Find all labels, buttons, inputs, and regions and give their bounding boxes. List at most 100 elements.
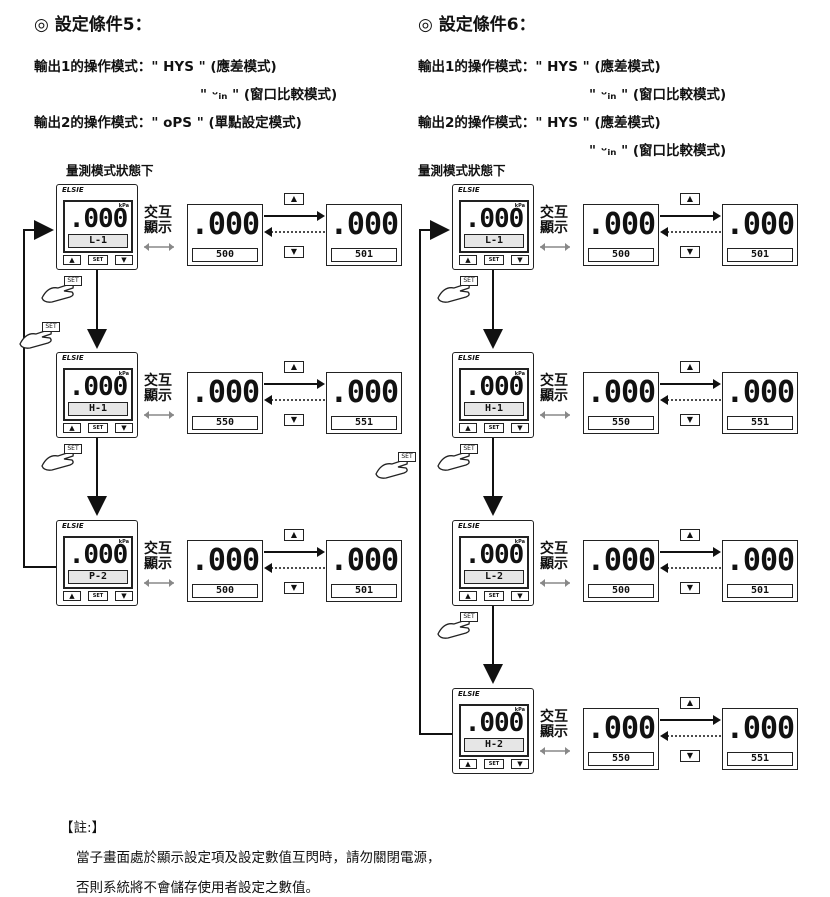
down-button[interactable]: ▼ [115,423,133,433]
alternate-display-label: 交互顯示 [142,206,174,236]
setpoint-display-b: .000 501 [326,540,402,602]
up-key-icon: ▲ [680,361,700,373]
button-row: ▲ SET ▼ [459,423,529,434]
setpoint-b-value: .000 [725,207,795,242]
hand-press-set-icon: SET [436,444,480,472]
set-button[interactable]: SET [88,591,108,601]
setpoint-b-label: 501 [727,584,793,598]
set-button[interactable]: SET [484,255,504,265]
setpoint-a-label: 500 [588,584,654,598]
mode-label: L-1 [464,234,524,248]
up-key-icon: ▲ [680,529,700,541]
up-button[interactable]: ▲ [63,591,81,601]
reading-value: .000 [68,540,129,570]
set-key-icon: SET [64,276,82,286]
setpoint-a-value: .000 [586,207,656,242]
alternate-top: 交互 [540,709,568,725]
alternate-arrow-icon [540,579,570,587]
condition-6-title: ◎ 設定條件6： [418,15,536,35]
alternate-display-label: 交互顯示 [538,206,570,236]
up-button[interactable]: ▲ [459,255,477,265]
set-key-icon: SET [64,444,82,454]
mode-label: H-1 [464,402,524,416]
toggle-arrows-icon [264,379,326,405]
set-button[interactable]: SET [88,255,108,265]
setpoint-b-value: .000 [725,711,795,746]
down-button[interactable]: ▼ [511,591,529,601]
alternate-display-label: 交互顯示 [142,374,174,404]
down-button[interactable]: ▼ [115,591,133,601]
set-button[interactable]: SET [484,423,504,433]
down-button[interactable]: ▼ [511,759,529,769]
condition-6-subtitle: 量測模式狀態下 [418,163,506,178]
alternate-top: 交互 [144,205,172,221]
condition-6-output1-alt: " ᵕᵢₙ " (窗口比較模式) [589,87,727,103]
condition-5-output1: 輸出1的操作模式：" HYS " (應差模式) [34,59,277,75]
down-key-icon: ▼ [680,750,700,762]
up-button[interactable]: ▲ [459,591,477,601]
alternate-arrow-icon [540,243,570,251]
setpoint-b-value: .000 [329,543,399,578]
alternate-bottom: 顯示 [144,556,172,572]
reading-value: .000 [464,204,525,234]
setpoint-a-label: 550 [588,416,654,430]
alternate-bottom: 顯示 [540,220,568,236]
up-button[interactable]: ▲ [459,423,477,433]
alternate-top: 交互 [540,205,568,221]
setpoint-b-value: .000 [329,207,399,242]
set-key-icon: SET [460,276,478,286]
alternate-display-label: 交互顯示 [538,374,570,404]
alternate-bottom: 顯示 [144,388,172,404]
alternate-bottom: 顯示 [144,220,172,236]
mode-label: L-2 [464,570,524,584]
button-row: ▲ SET ▼ [459,255,529,266]
alternate-display-label: 交互顯示 [538,542,570,572]
brand-logo: ELSIE [62,522,84,530]
note-line-1: 當子畫面處於顯示設定項及設定數值互閃時，請勿關閉電源， [76,850,441,866]
unit-label: kPa [118,539,129,545]
button-row: ▲ SET ▼ [459,759,529,770]
set-button[interactable]: SET [484,759,504,769]
setpoint-b-label: 501 [331,584,397,598]
note-line-2: 否則系統將不會儲存使用者設定之數值。 [76,880,319,896]
setpoint-a-label: 500 [588,248,654,262]
up-button[interactable]: ▲ [459,759,477,769]
toggle-arrows-icon [660,379,722,405]
setpoint-a-value: .000 [190,375,260,410]
set-button[interactable]: SET [88,423,108,433]
condition-5-output2: 輸出2的操作模式：" oPS " (單點設定模式) [34,115,302,131]
down-key-icon: ▼ [680,246,700,258]
down-button[interactable]: ▼ [511,423,529,433]
set-button[interactable]: SET [484,591,504,601]
alternate-arrow-icon [144,243,174,251]
condition-6-output2-alt: " ᵕᵢₙ " (窗口比較模式) [589,143,727,159]
mode-label: H-1 [68,402,128,416]
toggle-arrows-icon [660,211,722,237]
reading-value: .000 [464,372,525,402]
button-row: ▲ SET ▼ [63,255,133,266]
up-button[interactable]: ▲ [63,423,81,433]
up-button[interactable]: ▲ [63,255,81,265]
down-button[interactable]: ▼ [511,255,529,265]
hand-press-set-icon: SET [40,276,84,304]
alternate-arrow-icon [144,579,174,587]
down-key-icon: ▼ [680,582,700,594]
up-key-icon: ▲ [680,697,700,709]
alternate-arrow-icon [144,411,174,419]
mode-label: L-1 [68,234,128,248]
brand-logo: ELSIE [458,186,480,194]
up-key-icon: ▲ [284,529,304,541]
down-button[interactable]: ▼ [115,255,133,265]
